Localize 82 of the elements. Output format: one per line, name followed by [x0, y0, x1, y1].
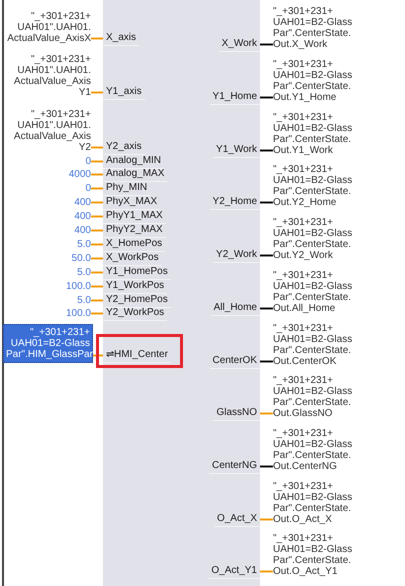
input-pin-label: Y2_HomePos [103, 293, 171, 308]
output-pin-label: X_Work [218, 37, 260, 52]
input-pin-label: X_HomePos [103, 237, 166, 252]
selected-operand-tag: "_+301+231+ UAH01=B2-Glass Par".HIM_GlassPar [3, 324, 93, 363]
wire [260, 96, 273, 98]
constant-value: 5.0 [77, 295, 91, 306]
wire [260, 360, 273, 362]
output-pin-label: All_Home [210, 301, 260, 316]
wire [260, 466, 273, 468]
constant-value: 400 [74, 225, 91, 236]
input-pin-label: X_WorkPos [103, 251, 162, 266]
operand-tag: "_+301+231+ UAH01=B2-Glass Par".CenterState. Out.Y1_Home [273, 59, 368, 103]
output-pin-label: Y2_Work [213, 248, 260, 263]
constant-value: 0 [85, 156, 91, 167]
wire [91, 92, 103, 94]
operand-tag: "_+301+231+ UAH01=B2-Glass Par".CenterState. Out.Y2_Work [273, 217, 368, 261]
output-pin-label: O_Act_X [214, 512, 260, 527]
wire [91, 216, 103, 218]
input-pin-label: PhyY2_MAX [103, 223, 166, 238]
input-pin-label: X_axis [103, 31, 140, 46]
wire [91, 300, 103, 302]
wire [260, 518, 273, 520]
constant-value: 4000 [68, 169, 91, 180]
constant-value: 400 [74, 211, 91, 222]
constant-value: 5.0 [77, 267, 91, 278]
wire [91, 146, 103, 148]
constant-value: 100.0 [66, 308, 91, 319]
input-pin-label: Analog_MIN [103, 154, 164, 169]
output-pin-label: Y1_Work [213, 143, 260, 158]
constant-value: 5.0 [77, 239, 91, 250]
wire [91, 202, 103, 204]
wire [91, 188, 103, 190]
input-pin-label: Y2_axis [103, 140, 145, 155]
constant-value: 50.0 [72, 253, 91, 264]
output-pin-label: GlassNO [213, 406, 260, 421]
operand-tag: "_+301+231+ UAH01=B2-Glass Par".CenterState. Out.O_Act_Y1 [273, 533, 368, 577]
operand-tag: "_+301+231+ UAH01=B2-Glass Par".CenterState. Out.All_Home [273, 270, 368, 314]
operand-tag: "_+301+231+ UAH01".UAH01. ActualValue_AxisX [5, 11, 91, 44]
constant-value: 0 [85, 183, 91, 194]
wire [260, 202, 273, 204]
wire [91, 230, 103, 232]
input-pin-label: Analog_MAX [103, 167, 168, 182]
operand-tag: "_+301+231+ UAH01=B2-Glass Par".CenterState. Out.CenterOK [273, 323, 368, 367]
operand-tag: "_+301+231+ UAH01".UAH01. ActualValue_Axis Y1 [5, 54, 91, 98]
wire [260, 44, 273, 46]
operand-tag: "_+301+231+ UAH01=B2-Glass Par".CenterState. Out.X_Work [273, 6, 368, 50]
wire [91, 174, 103, 176]
operand-tag: "_+301+231+ UAH01=B2-Glass Par".CenterState. Out.Y2_Home [273, 164, 368, 208]
wire [260, 570, 273, 572]
wire [91, 312, 103, 314]
wire [91, 244, 103, 246]
operand-tag: "_+301+231+ UAH01=B2-Glass Par".CenterState. Out.GlassNO [273, 375, 368, 419]
input-pin-label: Y2_WorkPos [103, 306, 168, 321]
input-pin-label: Y1_axis [103, 85, 145, 100]
output-pin-label: Y1_Home [210, 90, 260, 105]
wire [91, 286, 103, 288]
output-pin-label: CenterOK [210, 354, 260, 369]
output-pin-label: O_Act_Y1 [208, 564, 260, 579]
wire [260, 150, 273, 152]
output-pin-label: CenterNG [208, 459, 260, 474]
wire [91, 160, 103, 162]
operand-tag: "_+301+231+ UAH01=B2-Glass Par".CenterState. Out.CenterNG [273, 428, 368, 472]
operand-tag: "_+301+231+ UAH01=B2-Glass Par".CenterState. Out.O_Act_X [273, 481, 368, 525]
output-pin-label: Y2_Home [210, 195, 260, 210]
wire [91, 38, 103, 40]
constant-value: 400 [74, 197, 91, 208]
input-pin-label: PhyX_MAX [103, 195, 160, 210]
input-pin-label: Phy_MIN [103, 181, 150, 196]
input-pin-label: ⇌HMI_Center [103, 348, 171, 363]
input-pin-label: Y1_WorkPos [103, 279, 168, 294]
wire [260, 412, 273, 414]
operand-tag: "_+301+231+ UAH01".UAH01. ActualValue_Axis Y2 [5, 109, 91, 153]
input-pin-label: PhyY1_MAX [103, 209, 166, 224]
input-pin-label: Y1_HomePos [103, 265, 171, 280]
wire [260, 254, 273, 256]
operand-tag: "_+301+231+ UAH01=B2-Glass Par".CenterState. Out.Y1_Work [273, 112, 368, 156]
wire [91, 258, 103, 260]
wire [93, 354, 103, 356]
constant-value: 100.0 [66, 281, 91, 292]
wire [91, 272, 103, 274]
wire [260, 308, 273, 310]
function-block [103, 0, 260, 586]
